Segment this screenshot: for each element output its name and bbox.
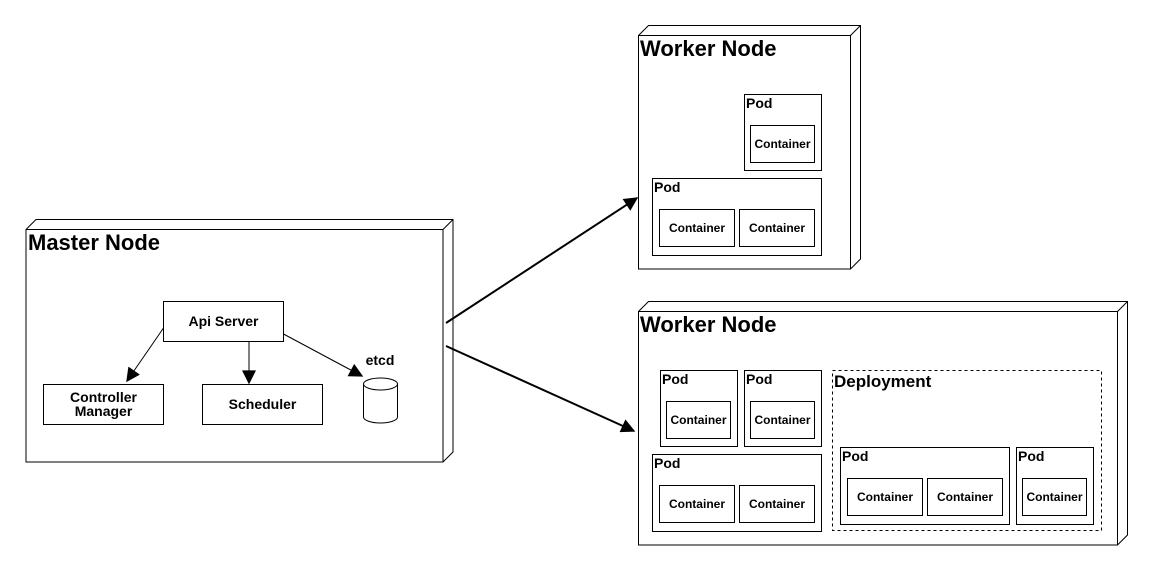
master-node-title: Master Node bbox=[28, 230, 160, 255]
api-server-label: Api Server bbox=[188, 313, 259, 329]
container-label: Container bbox=[749, 497, 805, 511]
worker-node-2-title: Worker Node bbox=[640, 312, 777, 337]
etcd-cylinder-top bbox=[363, 377, 398, 391]
deployment-pod-a-container-2[interactable]: Container bbox=[927, 478, 1003, 516]
controller-manager[interactable]: Controller Manager bbox=[43, 384, 164, 425]
worker2-pod-c-label: Pod bbox=[654, 455, 680, 471]
worker1-pod-b-label: Pod bbox=[654, 179, 680, 195]
container-label: Container bbox=[1026, 490, 1082, 504]
worker2-pod-c-container-2[interactable]: Container bbox=[739, 485, 815, 523]
container-label: Container bbox=[669, 497, 725, 511]
master-node[interactable]: Master Node Api Server Controller Manage… bbox=[25, 219, 454, 463]
deployment-pod-a-label: Pod bbox=[842, 448, 868, 464]
deployment-pod-b[interactable]: Pod Container bbox=[1016, 447, 1094, 525]
container-label: Container bbox=[670, 413, 726, 427]
worker-node-2[interactable]: Worker Node Pod Container Pod Container … bbox=[638, 301, 1128, 546]
arrow-master-to-worker2 bbox=[445, 345, 636, 433]
deployment-pod-b-container-1[interactable]: Container bbox=[1022, 478, 1087, 516]
worker-node-1-title: Worker Node bbox=[640, 36, 777, 61]
worker2-pod-a[interactable]: Pod Container bbox=[660, 370, 738, 447]
worker2-pod-b-container-1[interactable]: Container bbox=[750, 401, 815, 439]
container-label: Container bbox=[754, 413, 810, 427]
worker2-pod-c[interactable]: Pod Container Container bbox=[652, 454, 822, 532]
worker1-pod-b-container-1[interactable]: Container bbox=[659, 209, 735, 247]
deployment-label: Deployment bbox=[834, 372, 932, 391]
container-label: Container bbox=[937, 490, 993, 504]
api-server[interactable]: Api Server bbox=[163, 301, 284, 342]
etcd-label: etcd bbox=[366, 352, 395, 368]
worker1-pod-b-container-2[interactable]: Container bbox=[739, 209, 815, 247]
arrow-api-to-etcd bbox=[283, 333, 364, 377]
worker2-pod-b[interactable]: Pod Container bbox=[744, 370, 822, 447]
worker1-pod-a-container-1[interactable]: Container bbox=[750, 125, 815, 163]
arrow-api-to-controller bbox=[126, 327, 164, 383]
worker2-pod-a-container-1[interactable]: Container bbox=[666, 401, 731, 439]
deployment-pod-a[interactable]: Pod Container Container bbox=[840, 447, 1010, 525]
worker2-pod-a-label: Pod bbox=[662, 371, 688, 387]
scheduler-label: Scheduler bbox=[229, 396, 297, 412]
deployment[interactable]: Deployment Pod Container Container Pod bbox=[832, 370, 1102, 531]
worker1-pod-a[interactable]: Pod Container bbox=[744, 94, 822, 171]
etcd-cylinder-body bbox=[363, 384, 398, 424]
container-label: Container bbox=[749, 221, 805, 235]
container-label: Container bbox=[857, 490, 913, 504]
worker-node-1[interactable]: Worker Node Pod Container Pod Container … bbox=[638, 25, 861, 270]
worker2-pod-b-label: Pod bbox=[746, 371, 772, 387]
worker1-pod-a-label: Pod bbox=[746, 95, 772, 111]
worker2-pod-c-container-1[interactable]: Container bbox=[659, 485, 735, 523]
etcd-database[interactable]: etcd bbox=[363, 352, 398, 424]
container-label: Container bbox=[669, 221, 725, 235]
worker1-pod-b[interactable]: Pod Container Container bbox=[652, 178, 822, 256]
container-label: Container bbox=[754, 137, 810, 151]
deployment-pod-a-container-1[interactable]: Container bbox=[847, 478, 923, 516]
scheduler[interactable]: Scheduler bbox=[202, 384, 323, 425]
controller-manager-label-line2: Manager bbox=[75, 403, 133, 419]
deployment-pod-b-label: Pod bbox=[1018, 448, 1044, 464]
controller-manager-label-line1: Controller bbox=[70, 389, 137, 405]
arrow-master-to-worker1 bbox=[445, 197, 639, 324]
